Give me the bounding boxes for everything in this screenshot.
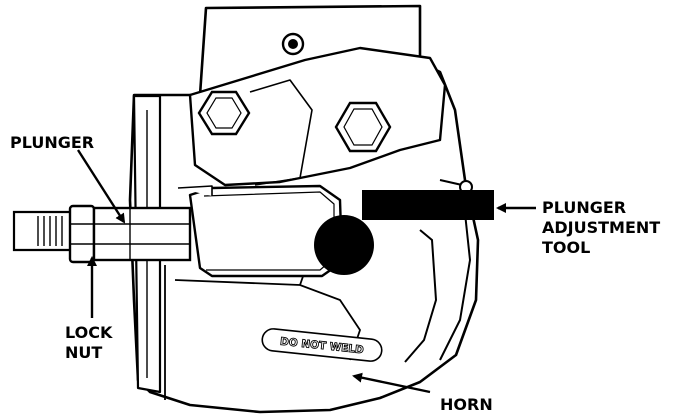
horn-label: HORN [440, 395, 493, 414]
leader-arrows [76, 149, 536, 394]
plunger [92, 206, 192, 262]
lock-nut [68, 204, 96, 264]
horn-arrow [352, 372, 431, 394]
tool-label-line3: TOOL [542, 238, 590, 257]
hex-bolt-left [197, 90, 251, 136]
tool-label-line1: PLUNGER [542, 198, 626, 217]
upper-arm [188, 46, 447, 187]
plunger-rod-handle [12, 210, 74, 252]
tool-label-line2: ADJUSTMENT [542, 218, 660, 237]
do-not-weld-stencil: DO NOT WELD [261, 328, 383, 362]
plunger-label: PLUNGER [10, 133, 94, 152]
top-pin [281, 32, 305, 56]
plunger-arrow [76, 149, 126, 224]
hex-bolt-right [334, 101, 392, 153]
locking-ball [314, 215, 374, 275]
lock-nut-label-line2: NUT [65, 343, 102, 362]
plunger-housing [177, 184, 344, 278]
lock-nut-label-line1: LOCK [65, 323, 113, 342]
adjustment-tool-bar [362, 190, 494, 220]
